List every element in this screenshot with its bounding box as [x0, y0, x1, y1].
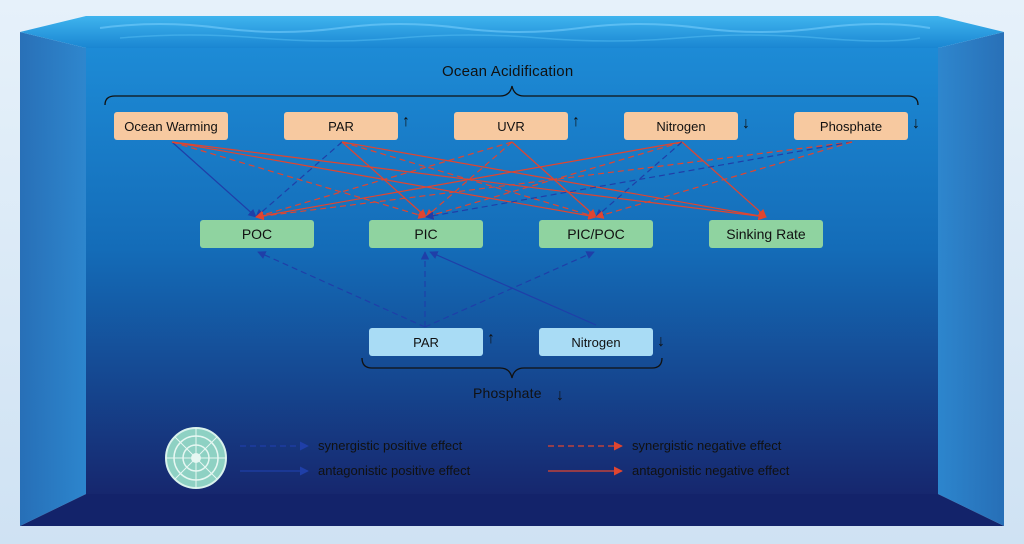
node-label: Nitrogen	[571, 334, 621, 350]
node-label: POC	[241, 226, 273, 242]
node-label: PIC/POC	[567, 226, 625, 242]
node-pic-poc: PIC/POC	[539, 220, 653, 248]
node-ocean-warming: Ocean Warming	[114, 112, 228, 140]
node-par-top: PAR	[284, 112, 398, 140]
legend-synergistic-negative: synergistic negative effect	[632, 438, 782, 453]
node-label: Nitrogen	[656, 118, 706, 134]
arrow-uvr-poc	[255, 141, 513, 219]
node-label: UVR	[497, 118, 525, 134]
node-nitrogen-bottom: Nitrogen	[539, 328, 653, 356]
arrow-low-par-picpoc	[424, 251, 595, 328]
down-arrow-icon: ↓	[742, 115, 750, 132]
down-arrow-icon: ↓	[657, 333, 665, 350]
node-label: Ocean Warming	[124, 118, 218, 134]
arrow-par-poc	[255, 141, 343, 218]
node-sinking-rate: Sinking Rate	[709, 220, 823, 248]
legend-synergistic-positive: synergistic positive effect	[318, 438, 463, 453]
down-arrow-icon: ↓	[912, 115, 920, 132]
node-phosphate-top: Phosphate	[794, 112, 908, 140]
arrow-low-nitrogen-pic	[429, 251, 597, 326]
node-label: PAR	[413, 334, 439, 350]
arrow-uvr-pic	[425, 141, 513, 218]
node-par-bottom: PAR	[369, 328, 483, 356]
up-arrow-icon: ↑	[402, 113, 410, 130]
down-arrow-icon: ↓	[556, 387, 564, 404]
node-label: Sinking Rate	[726, 226, 806, 242]
node-poc: POC	[200, 220, 314, 248]
diagram-title: Ocean Acidification	[442, 63, 574, 80]
up-arrow-icon: ↑	[487, 330, 495, 347]
node-label: Phosphate	[819, 118, 883, 134]
node-nitrogen-top: Nitrogen	[624, 112, 738, 140]
arrow-phosphate-poc	[255, 141, 853, 221]
arrow-ocean-warming-pic	[171, 141, 427, 219]
node-label: PIC	[414, 226, 438, 242]
bottom-brace	[361, 357, 663, 379]
arrow-ocean-warming-poc	[171, 141, 257, 218]
legend-antagonistic-negative: antagonistic negative effect	[632, 463, 790, 478]
node-uvr: UVR	[454, 112, 568, 140]
arrow-nitrogen-picpoc	[595, 141, 683, 218]
arrow-low-par-poc	[257, 251, 426, 328]
top-brace	[104, 85, 919, 106]
node-pic: PIC	[369, 220, 483, 248]
legend-antagonistic-positive: antagonistic positive effect	[318, 463, 471, 478]
coccolithophore-icon	[165, 427, 227, 489]
node-label: PAR	[328, 118, 354, 134]
up-arrow-icon: ↑	[572, 113, 580, 130]
arrow-phosphate-picpoc	[595, 141, 853, 219]
arrow-nitrogen-poc	[255, 141, 683, 220]
bottom-group-label: Phosphate	[473, 385, 542, 401]
arrow-phosphate-pic	[425, 141, 853, 220]
